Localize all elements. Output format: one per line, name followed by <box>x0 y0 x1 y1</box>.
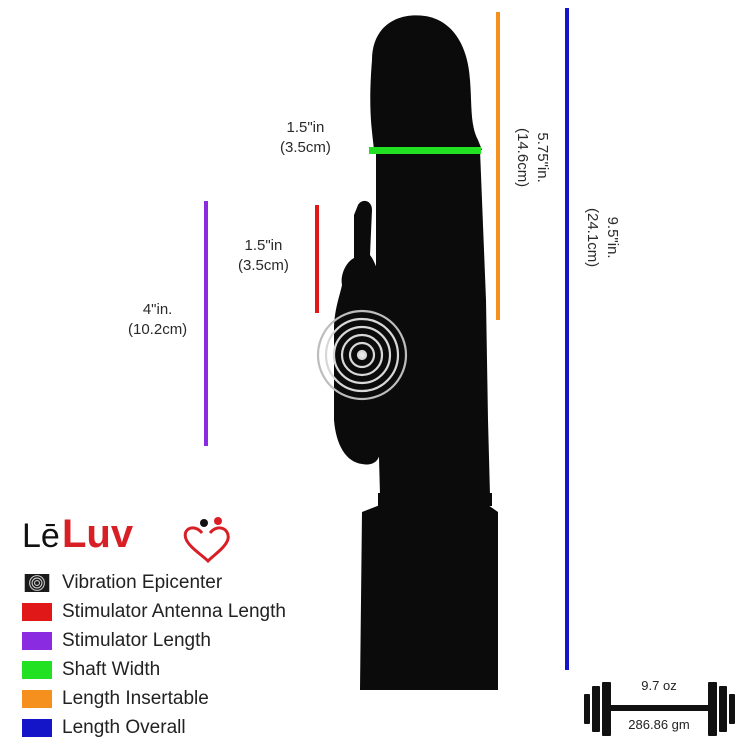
legend-label: Shaft Width <box>62 658 161 680</box>
legend-label: Length Overall <box>62 716 186 738</box>
silhouette-collar <box>378 493 492 506</box>
legend-item-antenna-length: Stimulator Antenna Length <box>22 597 362 626</box>
length-insertable-line <box>496 12 500 320</box>
dumbbell-icon <box>584 682 735 736</box>
legend-label: Stimulator Length <box>62 629 211 651</box>
legend-item-shaft-width: Shaft Width <box>22 655 362 684</box>
length-insertable-label: 5.75"in. (14.6cm) <box>512 128 552 187</box>
stimulator-length-line <box>204 201 208 446</box>
silhouette-shaft <box>376 150 490 495</box>
legend-label: Length Insertable <box>62 687 209 709</box>
length-overall-inches: 9.5"in. <box>604 216 621 259</box>
silhouette-stimulator <box>334 200 380 465</box>
legend-swatch-red <box>22 602 52 621</box>
weight-gm: 286.86 gm <box>628 717 690 732</box>
weight-oz: 9.7 oz <box>641 678 677 693</box>
antenna-length-inches: 1.5"in <box>244 237 283 254</box>
length-insertable-cm: (14.6cm) <box>514 128 531 188</box>
legend-swatch-blue <box>22 718 52 737</box>
shaft-width-line <box>369 147 481 154</box>
legend-swatch-orange <box>22 689 52 708</box>
antenna-length-line <box>315 205 319 313</box>
leluv-logo: Lē Luv <box>22 505 242 564</box>
legend: Vibration Epicenter Stimulator Antenna L… <box>22 568 362 742</box>
length-overall-label: 9.5"in. (24.1cm) <box>582 208 622 267</box>
legend-swatch-green <box>22 660 52 679</box>
legend-item-vibration-epicenter: Vibration Epicenter <box>22 568 362 597</box>
legend-label: Stimulator Antenna Length <box>62 600 286 622</box>
legend-swatch-purple <box>22 631 52 650</box>
shaft-width-label: 1.5"in (3.5cm) <box>280 118 331 158</box>
antenna-length-label: 1.5"in (3.5cm) <box>238 236 289 276</box>
shaft-width-inches: 1.5"in <box>286 119 325 136</box>
logo-text-le: Lē <box>22 517 60 555</box>
length-overall-cm: (24.1cm) <box>584 208 601 268</box>
antenna-length-cm: (3.5cm) <box>238 257 289 274</box>
stimulator-length-inches: 4"in. <box>142 301 173 318</box>
legend-label: Vibration Epicenter <box>62 571 223 593</box>
length-overall-line <box>565 8 569 670</box>
legend-item-length-overall: Length Overall <box>22 713 362 742</box>
length-insertable-inches: 5.75"in. <box>534 132 551 183</box>
vibration-rings-icon <box>24 573 50 592</box>
stimulator-length-label: 4"in. (10.2cm) <box>128 300 187 340</box>
shaft-width-cm: (3.5cm) <box>280 139 331 156</box>
logo-heart-icon <box>183 517 230 564</box>
legend-item-length-insertable: Length Insertable <box>22 684 362 713</box>
silhouette-base <box>360 505 498 690</box>
silhouette-head <box>370 15 482 151</box>
vibration-epicenter-rings <box>316 309 408 401</box>
weight-indicator: 9.7 oz 286.86 gm <box>582 672 737 742</box>
legend-item-stimulator-length: Stimulator Length <box>22 626 362 655</box>
logo-text-luv: Luv <box>62 512 134 556</box>
stimulator-length-cm: (10.2cm) <box>128 321 188 338</box>
